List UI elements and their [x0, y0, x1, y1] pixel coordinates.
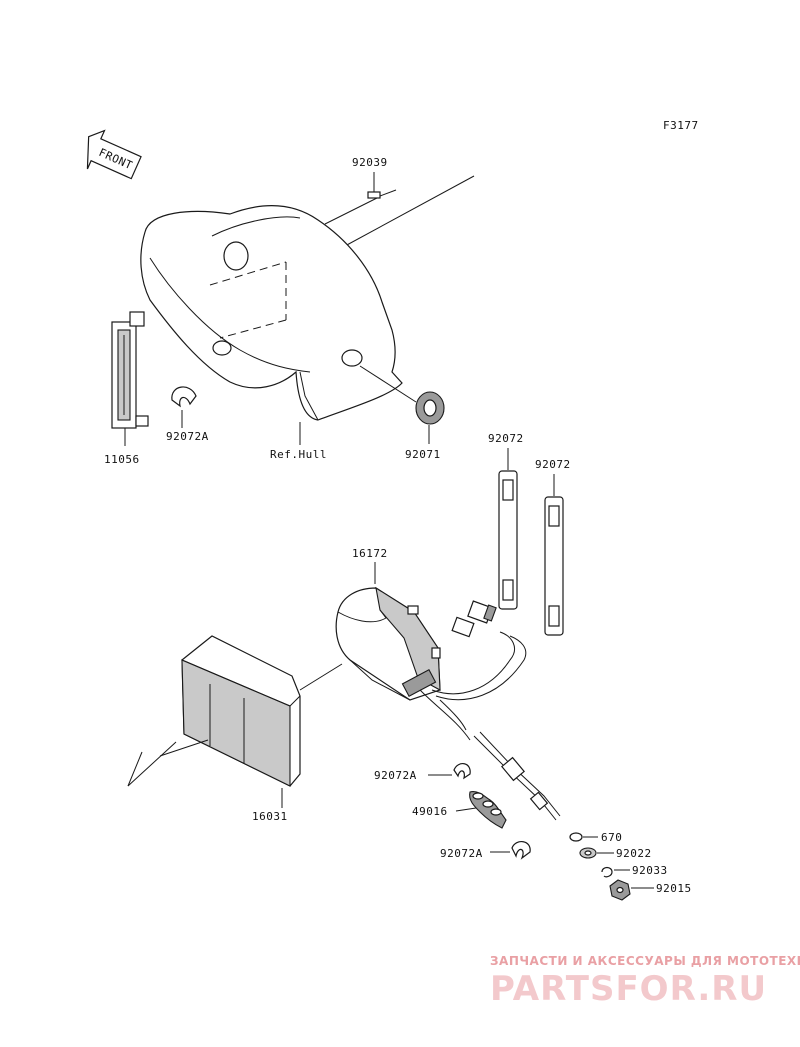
reference-line	[344, 175, 475, 247]
part-number-label: 92072	[535, 458, 571, 471]
part-number-label: 92072A	[166, 430, 209, 443]
part-number-label: 11056	[104, 453, 140, 466]
part-92071-grommet	[359, 365, 445, 444]
front-arrow-icon: FRONT	[86, 129, 142, 180]
part-92033-circlip	[601, 866, 630, 878]
diagram-code: F3177	[663, 119, 699, 132]
watermark: ЗАПЧАСТИ И АКСЕССУАРЫ ДЛЯ МОТОТЕХНИКИ PA…	[490, 954, 800, 1009]
part-number-label: 92072	[488, 432, 524, 445]
part-670-o-ring	[569, 832, 598, 842]
part-number-label: 92072A	[440, 847, 483, 860]
part-92072a-clamp	[171, 386, 197, 428]
part-number-label: 92071	[405, 448, 441, 461]
reference-line	[324, 196, 380, 225]
part-number-label: 92039	[352, 156, 388, 169]
part-92072a-clamp	[490, 841, 531, 860]
part-92072a-clamp	[428, 763, 471, 780]
part-92039-bolt	[367, 172, 397, 199]
part-92022-washer	[579, 847, 614, 859]
part-16172-control-unit	[335, 562, 527, 741]
part-49016-boot	[455, 791, 507, 829]
part-number-label: 92015	[656, 882, 692, 895]
part-number-label: 49016	[412, 805, 448, 818]
cable-assembly	[473, 731, 561, 821]
part-number-label: 92072A	[374, 769, 417, 782]
watermark-logo: PARTSFOR.RU	[490, 969, 767, 1009]
part-number-label: 16172	[352, 547, 388, 560]
part-92072-strap-a	[498, 448, 518, 610]
part-16031-cover	[127, 635, 343, 808]
watermark-tagline: ЗАПЧАСТИ И АКСЕССУАРЫ ДЛЯ МОТОТЕХНИКИ	[490, 954, 800, 968]
part-92015-nut	[609, 879, 654, 901]
part-number-label: 92033	[632, 864, 668, 877]
part-92072-strap-b	[544, 474, 564, 636]
ref-hull-label: Ref.Hull	[270, 448, 327, 461]
part-number-label: 16031	[252, 810, 288, 823]
part-number-label: 670	[601, 831, 622, 844]
hull-reference	[140, 205, 403, 421]
part-11056-bracket	[111, 311, 149, 446]
part-number-label: 92022	[616, 847, 652, 860]
